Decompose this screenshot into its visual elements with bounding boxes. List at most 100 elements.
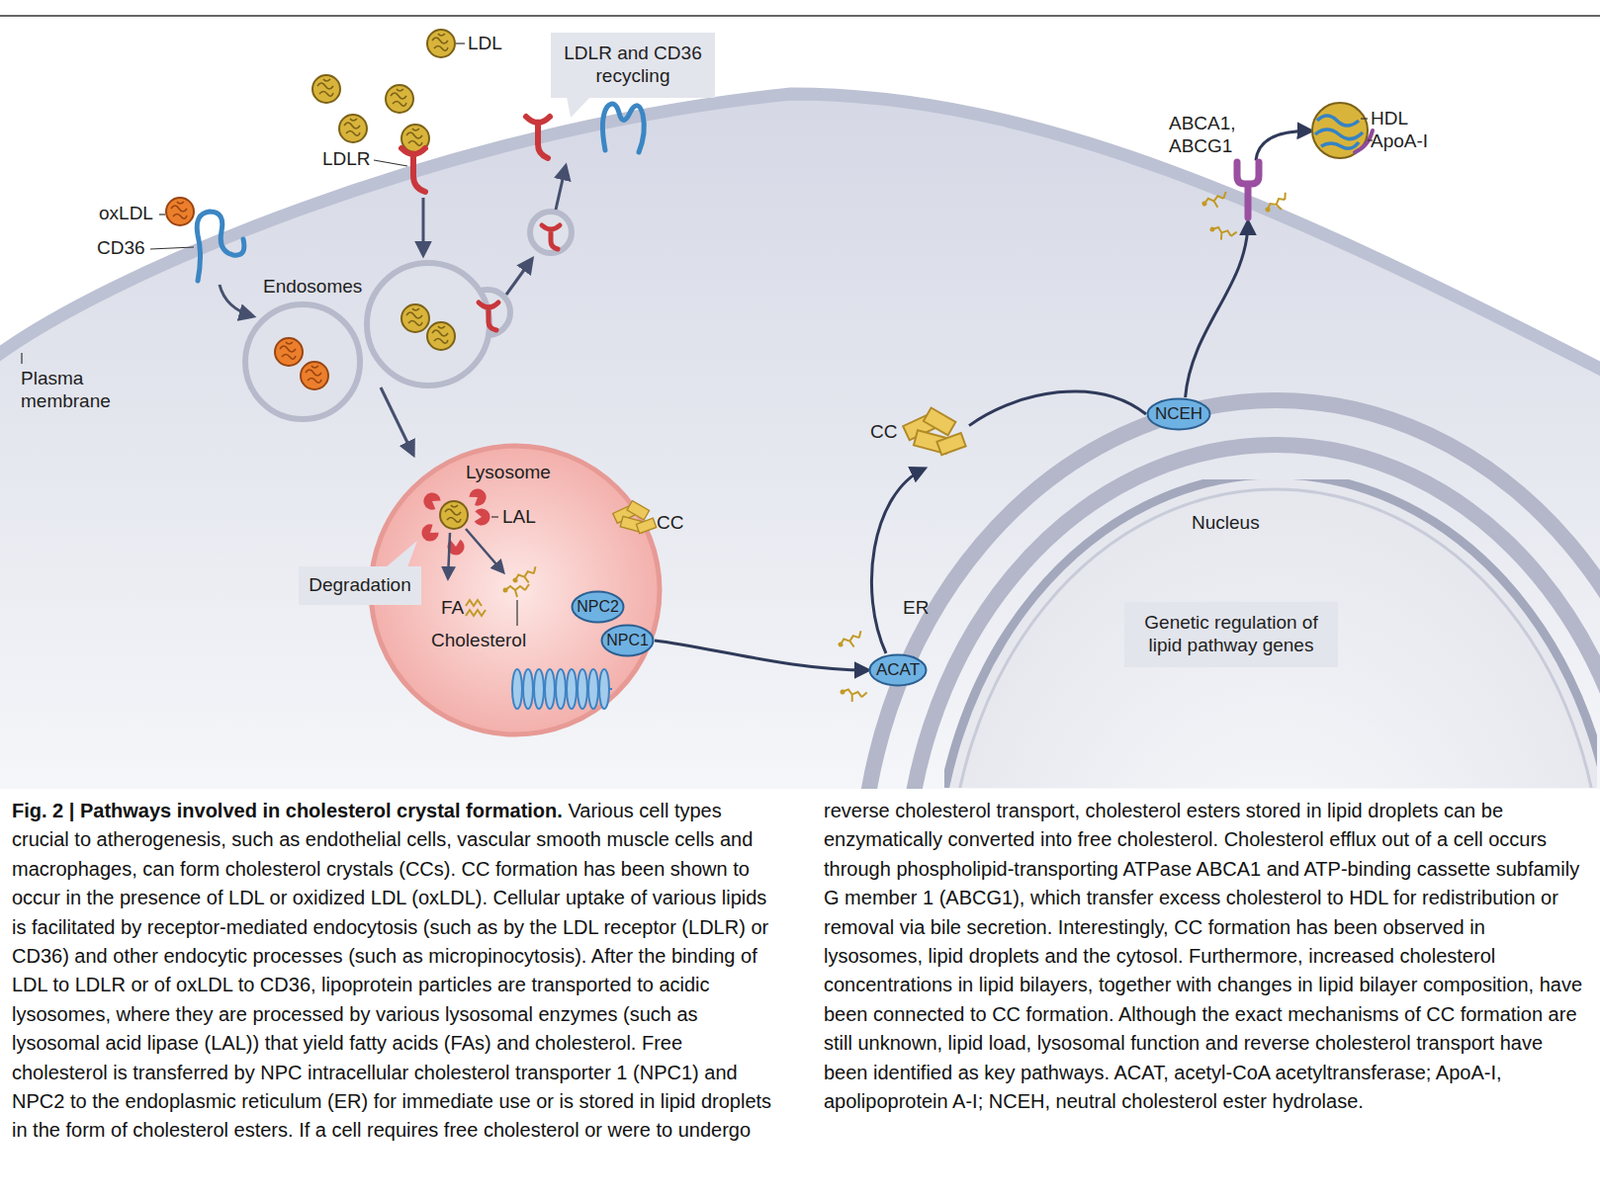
pathway-arrow bbox=[871, 468, 925, 654]
graphic-part bbox=[1237, 162, 1259, 218]
graphic-part bbox=[902, 407, 967, 455]
node-label: Nucleus bbox=[1191, 512, 1260, 535]
node-label: CC bbox=[870, 421, 897, 445]
graphic-part bbox=[274, 338, 303, 366]
oxldl-particle bbox=[166, 197, 194, 226]
graphic-part bbox=[1148, 399, 1211, 431]
top-rule bbox=[0, 14, 1600, 17]
label-holder: Plasma membrane bbox=[20, 367, 120, 414]
node-label: ApoA-I bbox=[1370, 130, 1428, 154]
part-label: CC bbox=[656, 512, 684, 535]
label-holder: FA bbox=[441, 597, 464, 621]
shape-node: CC bbox=[870, 407, 970, 469]
label-holder: LAL bbox=[502, 506, 536, 530]
graphic-part bbox=[555, 166, 566, 210]
graphic-part bbox=[401, 148, 426, 192]
label-holder: CD36 bbox=[96, 237, 146, 261]
callout-text: Degradation bbox=[308, 574, 412, 598]
uptake-arrows bbox=[219, 166, 566, 455]
graphic-part bbox=[550, 32, 715, 98]
graphic-part bbox=[300, 361, 329, 390]
graphic-part bbox=[385, 85, 414, 113]
graphic-part bbox=[455, 42, 465, 44]
text-holder: HDL bbox=[1370, 107, 1409, 131]
graphic-part bbox=[1262, 192, 1292, 218]
graphic-part bbox=[1354, 130, 1373, 153]
graphic-part bbox=[401, 124, 430, 153]
graphic-part bbox=[526, 116, 550, 159]
text-holder: Nucleus bbox=[1191, 512, 1260, 535]
text-holder: ApoA-I bbox=[1370, 130, 1428, 154]
callout-box: Genetic regulation of lipid pathway gene… bbox=[1124, 602, 1338, 668]
enzyme-name: NPC2 bbox=[576, 597, 620, 617]
graphic-part bbox=[506, 259, 533, 295]
label-holder: LDL bbox=[467, 32, 503, 56]
graphic-part bbox=[159, 213, 166, 215]
graphic-part bbox=[533, 669, 544, 710]
graphic-part bbox=[465, 529, 504, 573]
graphic-part bbox=[503, 584, 531, 598]
label-holder: ER bbox=[902, 597, 929, 621]
label-holder: Cholesterol bbox=[431, 629, 527, 653]
graphic-part bbox=[473, 508, 491, 527]
shape-node: NucleusGenetic regulation of lipid pathw… bbox=[944, 479, 1598, 789]
graphic-part bbox=[944, 479, 1598, 789]
part-label: LDL bbox=[467, 32, 503, 56]
part-label: Cholesterol bbox=[431, 629, 527, 653]
graphic-part bbox=[904, 444, 1600, 790]
enzyme-name: ACAT bbox=[876, 660, 920, 681]
enzyme-ellipse: NCEH bbox=[1146, 397, 1212, 432]
graphic-part bbox=[523, 669, 534, 710]
graphic-part bbox=[1200, 191, 1230, 211]
graphic-part bbox=[530, 211, 572, 254]
graphic-part bbox=[838, 686, 868, 706]
graphic-part bbox=[422, 197, 426, 256]
graphic-part bbox=[380, 387, 414, 455]
part-label: FA bbox=[441, 597, 464, 621]
leader-lines bbox=[21, 43, 465, 364]
label-holder: CC bbox=[656, 512, 684, 535]
graphic-part bbox=[602, 625, 654, 657]
graphic-part bbox=[613, 501, 657, 534]
graphic-part bbox=[427, 29, 455, 58]
graphic-part bbox=[418, 522, 442, 545]
graphic-part bbox=[949, 489, 1598, 789]
enzyme-ellipse: ACAT bbox=[868, 653, 928, 688]
label-holder: oxLDL bbox=[98, 202, 154, 226]
graphic-part bbox=[465, 600, 486, 617]
graphic-part bbox=[511, 566, 540, 588]
callout-text: LDLR and CD36 recycling bbox=[560, 42, 706, 89]
graphic-part bbox=[366, 263, 490, 386]
node-label: Lysosome bbox=[465, 461, 551, 485]
graphic-part bbox=[588, 669, 599, 710]
graphic-part bbox=[373, 160, 408, 167]
graphic-part bbox=[245, 304, 360, 420]
enzyme-name: NPC1 bbox=[606, 630, 649, 650]
graphic-part bbox=[512, 669, 523, 710]
er-membrane bbox=[860, 400, 1600, 790]
graphic-part bbox=[555, 669, 566, 710]
node-label: HDL bbox=[1370, 107, 1409, 131]
enzyme-ellipse: NPC1 bbox=[600, 623, 655, 658]
endosomes bbox=[245, 211, 572, 420]
figure-title: Fig. 2 | Pathways involved in cholestero… bbox=[11, 800, 563, 822]
ldl-particles bbox=[312, 29, 455, 153]
text-holder: Lysosome bbox=[465, 461, 551, 485]
graphic-part bbox=[447, 533, 450, 579]
graphic-part bbox=[566, 669, 577, 710]
graphic-part bbox=[566, 96, 591, 118]
pathway-arrow bbox=[1185, 221, 1248, 398]
part-label: Plasma membrane bbox=[20, 367, 120, 414]
callout-box: LDLR and CD36 recycling bbox=[550, 32, 715, 98]
graphic-part bbox=[541, 225, 560, 250]
graphic-part bbox=[860, 400, 1600, 790]
graphic-part bbox=[478, 302, 499, 331]
graphic-part bbox=[150, 247, 194, 250]
part-label: LAL bbox=[502, 506, 536, 530]
graphic-part bbox=[20, 353, 22, 364]
graphic-part bbox=[544, 669, 555, 710]
label-holder: LDLR bbox=[322, 148, 371, 172]
callout-box: Degradation bbox=[298, 566, 422, 606]
part-label: oxLDL bbox=[98, 202, 154, 226]
